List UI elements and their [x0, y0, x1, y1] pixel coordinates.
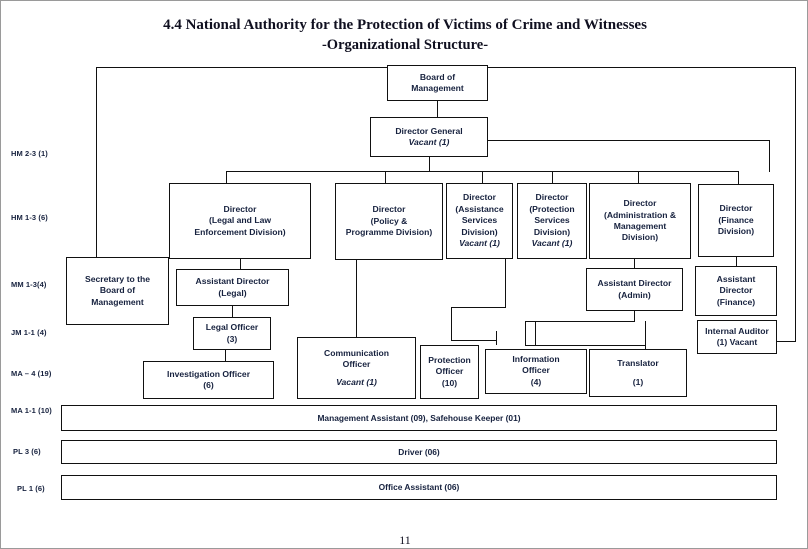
node-assistant-director-finance[interactable]: Assistant Director (Finance): [695, 266, 777, 316]
node-legal-officer[interactable]: Legal Officer (3): [193, 317, 271, 350]
node-assistant-director-admin[interactable]: Assistant Director (Admin): [586, 268, 683, 311]
node-secretary-to-board[interactable]: Secretary to the Board of Management: [66, 257, 169, 325]
node-director-legal-law-enforcement[interactable]: Director (Legal and Law Enforcement Divi…: [169, 183, 311, 259]
grade-label-mm-1-3: MM 1-3(4): [11, 280, 47, 289]
node-director-protection-services[interactable]: Director (Protection Services Division) …: [517, 183, 587, 259]
node-director-assistance-services[interactable]: Director (Assistance Services Division) …: [446, 183, 513, 259]
node-director-general[interactable]: Director General Vacant (1): [370, 117, 488, 157]
page-title: 4.4 National Authority for the Protectio…: [1, 15, 808, 55]
node-communication-officer[interactable]: Communication Officer Vacant (1): [297, 337, 416, 399]
grade-label-ma-1-1: MA 1-1 (10): [11, 406, 52, 415]
grade-label-ma-4: MA – 4 (19): [11, 369, 52, 378]
node-board-of-management[interactable]: Board of Management: [387, 65, 488, 101]
title-line-1: 4.4 National Authority for the Protectio…: [163, 17, 647, 33]
grade-label-jm-1-1: JM 1-1 (4): [11, 328, 47, 337]
node-assistant-director-legal[interactable]: Assistant Director (Legal): [176, 269, 289, 306]
node-director-administration-management[interactable]: Director (Administration & Management Di…: [589, 183, 691, 259]
node-investigation-officer[interactable]: Investigation Officer (6): [143, 361, 274, 399]
node-director-finance[interactable]: Director (Finance Division): [698, 184, 774, 257]
node-information-officer[interactable]: Information Officer (4): [485, 349, 587, 394]
node-internal-auditor[interactable]: Internal Auditor (1) Vacant: [697, 320, 777, 354]
node-office-assistant-bar[interactable]: Office Assistant (06): [61, 475, 777, 500]
grade-label-hm-2-3: HM 2-3 (1): [11, 149, 48, 158]
grade-label-pl-1: PL 1 (6): [17, 484, 45, 493]
node-driver-bar[interactable]: Driver (06): [61, 440, 777, 464]
node-translator[interactable]: Translator (1): [589, 349, 687, 397]
node-protection-officer[interactable]: Protection Officer (10): [420, 345, 479, 399]
node-director-policy-programme[interactable]: Director (Policy & Programme Division): [335, 183, 443, 260]
grade-label-hm-1-3: HM 1-3 (6): [11, 213, 48, 222]
grade-label-pl-3: PL 3 (6): [13, 447, 41, 456]
page-number: 11: [399, 533, 411, 547]
title-line-2: -Organizational Structure-: [321, 37, 489, 53]
node-management-assistant-bar[interactable]: Management Assistant (09), Safehouse Kee…: [61, 405, 777, 431]
